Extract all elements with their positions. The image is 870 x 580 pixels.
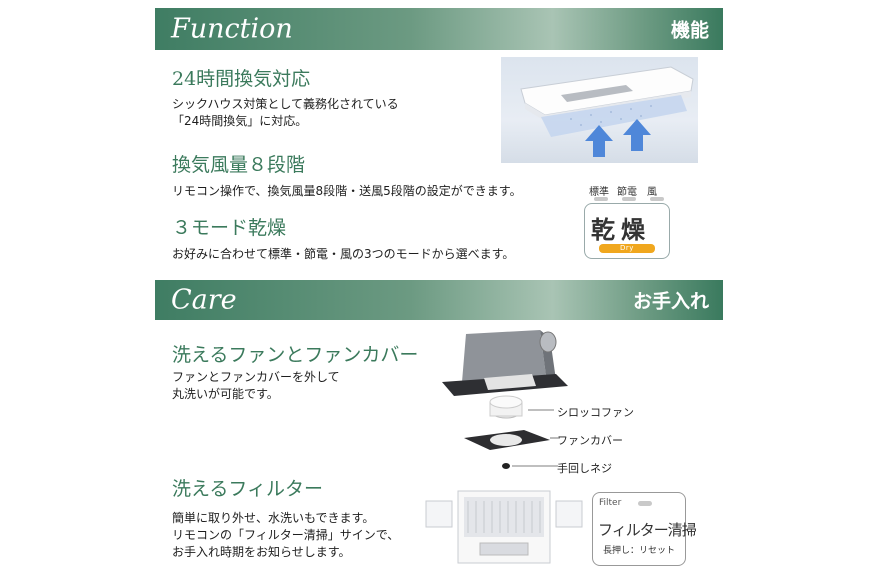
care-title-jp: お手入れ [632, 290, 709, 313]
function-banner: Function 機能 [155, 8, 723, 50]
dry-mode-button: 乾燥 Dry [584, 203, 670, 259]
text-line: 簡単に取り外せ、水洗いもできます。 [172, 511, 375, 525]
care-title: Care [171, 284, 237, 316]
ceiling-fan-image [501, 57, 698, 163]
callout-fan-cover: ファンカバー [557, 434, 623, 447]
panel-label-wind: 風 [647, 187, 657, 198]
filter-clean-label: フィルター清掃 [598, 521, 697, 539]
text-line: シックハウス対策として義務化されている [172, 97, 399, 111]
function-title: Function [171, 13, 293, 45]
care-text-fan: ファンとファンカバーを外して 丸洗いが可能です。 [172, 369, 340, 403]
dry-badge: Dry [599, 244, 655, 253]
care-heading-filter: 洗えるフィルター [172, 478, 324, 500]
feature-text-dry: お好みに合わせて標準・節電・風の3つのモードから選べます。 [172, 247, 515, 261]
feature-text-airflow: リモコン操作で、換気風量8段階・送風5段階の設定ができます。 [172, 184, 522, 198]
callout-sirocco-fan: シロッコファン [557, 406, 634, 419]
feature-heading-dry: ３モード乾燥 [172, 217, 287, 239]
care-text-filter: 簡単に取り外せ、水洗いもできます。 リモコンの「フィルター清掃」サインで、 お手… [172, 510, 399, 561]
text-line: 「24時間換気」に対応。 [172, 114, 308, 128]
panel-indicators [592, 197, 670, 201]
filter-reset-hint: 長押し：リセット [603, 546, 676, 556]
feature-text-24h: シックハウス対策として義務化されている 「24時間換気」に対応。 [172, 96, 399, 130]
dry-mode-label: 乾燥 [591, 216, 651, 244]
feature-heading-24h: 24時間換気対応 [172, 68, 311, 90]
function-title-jp: 機能 [670, 19, 709, 42]
text-line: ファンとファンカバーを外して [172, 370, 340, 384]
care-heading-fan: 洗えるファンとファンカバー [172, 344, 419, 366]
filter-clean-button: Filter フィルター清掃 長押し：リセット [592, 492, 697, 566]
feature-heading-airflow: 換気風量８段階 [172, 154, 306, 176]
care-banner: Care お手入れ [155, 280, 723, 320]
indicator [622, 197, 636, 201]
fan-exploded-diagram [436, 330, 616, 480]
indicator [650, 197, 664, 201]
filter-label: Filter [599, 498, 622, 508]
text-line: リモコンの「フィルター清掃」サインで、 [172, 528, 400, 542]
filter-indicator [638, 501, 652, 506]
panel-label-eco: 節電 [617, 187, 637, 198]
callout-thumb-screw: 手回しネジ [557, 462, 612, 475]
filter-unit-image [424, 487, 584, 565]
text-line: 丸洗いが可能です。 [172, 387, 279, 401]
indicator [594, 197, 608, 201]
panel-label-standard: 標準 [589, 187, 609, 198]
text-line: お手入れ時期をお知らせします。 [172, 545, 351, 559]
